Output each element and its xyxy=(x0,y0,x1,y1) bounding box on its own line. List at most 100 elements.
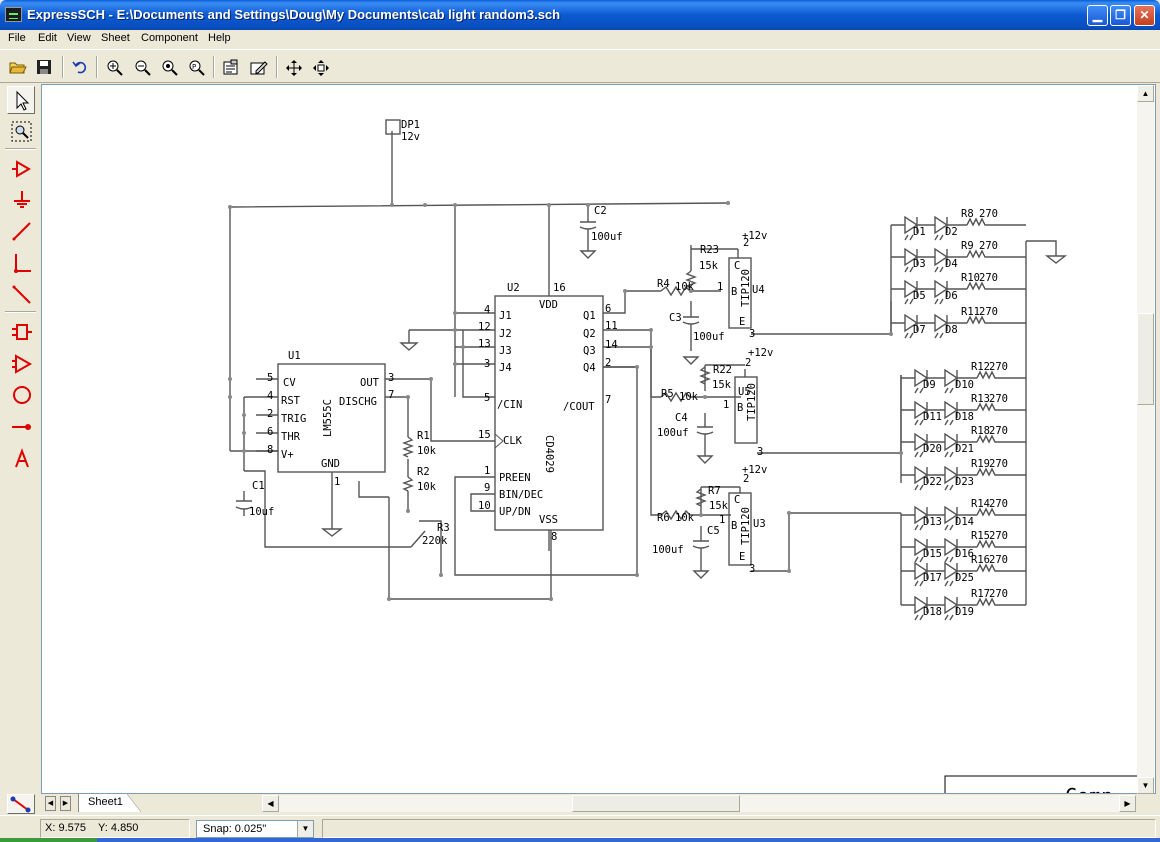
c5-ref: C5 xyxy=(707,525,720,537)
led-row xyxy=(901,561,1026,587)
minimize-button[interactable]: ▁ xyxy=(1087,5,1108,26)
bus-entry-tool[interactable] xyxy=(7,248,35,276)
power-tool[interactable] xyxy=(7,154,35,182)
led-ref: D1 xyxy=(913,226,926,238)
c4-ref: C4 xyxy=(675,412,688,424)
move-icon xyxy=(313,60,329,76)
u2-pinnum-8: 8 xyxy=(551,531,557,543)
scroll-up-button[interactable]: ▲ xyxy=(1137,85,1154,102)
arrow-left-icon: ◀ xyxy=(267,799,274,808)
u2-pin-updn: UP/DN xyxy=(499,506,531,518)
arrow-down-icon: ▼ xyxy=(1141,781,1150,790)
menu-help[interactable]: Help xyxy=(208,32,231,44)
text-tool[interactable] xyxy=(7,444,35,472)
window-title: ExpressSCH - E:\Documents and Settings\D… xyxy=(27,7,561,22)
sheet-tab-bar: ◀ ▶ Sheet1 ◀ ▶ xyxy=(0,794,1160,814)
zoom-window-tool[interactable] xyxy=(7,117,35,145)
menu-edit[interactable]: Edit xyxy=(38,32,57,44)
resistor-value: 270 xyxy=(989,530,1008,542)
snap-grid-toggle[interactable] xyxy=(7,794,35,814)
resistor-ref: R8 xyxy=(961,208,974,220)
circle-tool[interactable] xyxy=(7,380,35,408)
u4-pin-e: E xyxy=(739,316,745,328)
save-button[interactable] xyxy=(32,55,56,78)
r5-ref: R5 xyxy=(661,388,674,400)
menu-sheet[interactable]: Sheet xyxy=(101,32,130,44)
u1-pin-thr: THR xyxy=(281,431,301,443)
zoom-page-button[interactable]: P xyxy=(184,55,208,78)
led-ref: D6 xyxy=(945,290,958,302)
scroll-down-button[interactable]: ▼ xyxy=(1137,777,1154,794)
pan-button[interactable] xyxy=(281,55,305,78)
c5-value: 100uf xyxy=(652,544,684,556)
menu-component[interactable]: Component xyxy=(141,32,198,44)
r7-value: 15k xyxy=(709,500,729,512)
line-tool[interactable] xyxy=(7,280,35,308)
menu-bar: File Edit View Sheet Component Help xyxy=(0,30,1160,48)
u1-pinnum-7: 7 xyxy=(388,389,394,401)
scroll-right-button[interactable]: ▶ xyxy=(1119,795,1136,812)
vertical-scroll-thumb[interactable] xyxy=(1137,313,1154,405)
zoom-in-button[interactable] xyxy=(102,55,126,78)
led-ref: D8 xyxy=(945,324,958,336)
move-button[interactable] xyxy=(308,55,332,78)
close-button[interactable]: ✕ xyxy=(1134,5,1155,26)
schematic-canvas[interactable]: DP1 12v U1 CV RST TRIG THR V+ OUT DISCHG… xyxy=(41,84,1156,794)
title-bar[interactable]: ExpressSCH - E:\Documents and Settings\D… xyxy=(0,0,1160,30)
arrow-right-icon: ▶ xyxy=(1124,799,1131,808)
vertical-scrollbar[interactable]: ▲ ▼ xyxy=(1137,85,1154,794)
rename-button[interactable] xyxy=(246,55,270,78)
maximize-button[interactable]: ❐ xyxy=(1110,5,1131,26)
u2-pin-j2: J2 xyxy=(499,328,512,340)
resistor-value: 270 xyxy=(989,498,1008,510)
resistor-value: 270 xyxy=(989,361,1008,373)
menu-view[interactable]: View xyxy=(67,32,91,44)
led-string xyxy=(891,313,1026,339)
horizontal-scroll-thumb[interactable] xyxy=(572,795,740,812)
snap-dropdown-button[interactable]: ▼ xyxy=(297,821,313,837)
u2-pin-vss: VSS xyxy=(539,514,558,526)
led-ref: D2 xyxy=(945,226,958,238)
select-arrow-icon xyxy=(16,90,30,111)
schematic-drawing[interactable]: DP1 12v U1 CV RST TRIG THR V+ OUT DISCHG… xyxy=(42,85,1137,793)
led-row xyxy=(891,279,1026,305)
r1-ref: R1 xyxy=(417,430,430,442)
menu-file[interactable]: File xyxy=(8,32,26,44)
junction-icon xyxy=(12,424,31,430)
undo-button[interactable] xyxy=(68,55,92,78)
scroll-left-button[interactable]: ◀ xyxy=(262,795,279,812)
u2-pinnum-4: 4 xyxy=(484,304,490,316)
snap-select[interactable]: Snap: 0.025" ▼ xyxy=(196,820,314,838)
toolbar: P xyxy=(0,49,1160,83)
horizontal-scrollbar[interactable]: ◀ ▶ xyxy=(262,795,1136,812)
select-tool[interactable] xyxy=(7,86,35,114)
led-ref: D5 xyxy=(913,290,926,302)
tab-prev-button[interactable]: ◀ xyxy=(45,796,56,811)
tab-next-button[interactable]: ▶ xyxy=(60,796,71,811)
c2-ref: C2 xyxy=(594,205,607,217)
properties-button[interactable] xyxy=(218,55,242,78)
zoom-out-button[interactable] xyxy=(130,55,154,78)
wire-tool[interactable] xyxy=(7,216,35,244)
u2-pin-q3: Q3 xyxy=(583,345,596,357)
u5-pinnum-2: 2 xyxy=(745,357,751,369)
snap-value: Snap: 0.025" xyxy=(203,823,267,835)
component-tool[interactable] xyxy=(7,317,35,345)
x-value: 9.575 xyxy=(58,822,86,834)
status-message-pane xyxy=(322,819,1156,838)
wire-icon xyxy=(12,222,31,241)
tab-sheet1[interactable]: Sheet1 xyxy=(78,794,141,812)
ground-tool[interactable] xyxy=(7,185,35,213)
zoom-fit-button[interactable] xyxy=(157,55,181,78)
open-button[interactable] xyxy=(5,55,29,78)
c1-value: 10uf xyxy=(249,506,274,518)
led-row xyxy=(891,215,1026,241)
c3-value: 100uf xyxy=(693,331,725,343)
resistor-ref: R9 xyxy=(961,240,974,252)
buffer-tool[interactable] xyxy=(7,349,35,377)
u1-pinnum-4: 4 xyxy=(267,390,273,402)
u1-pin-trig: TRIG xyxy=(281,413,306,425)
c3-ref: C3 xyxy=(669,312,682,324)
app-icon[interactable] xyxy=(5,7,22,22)
junction-tool[interactable] xyxy=(7,412,35,440)
